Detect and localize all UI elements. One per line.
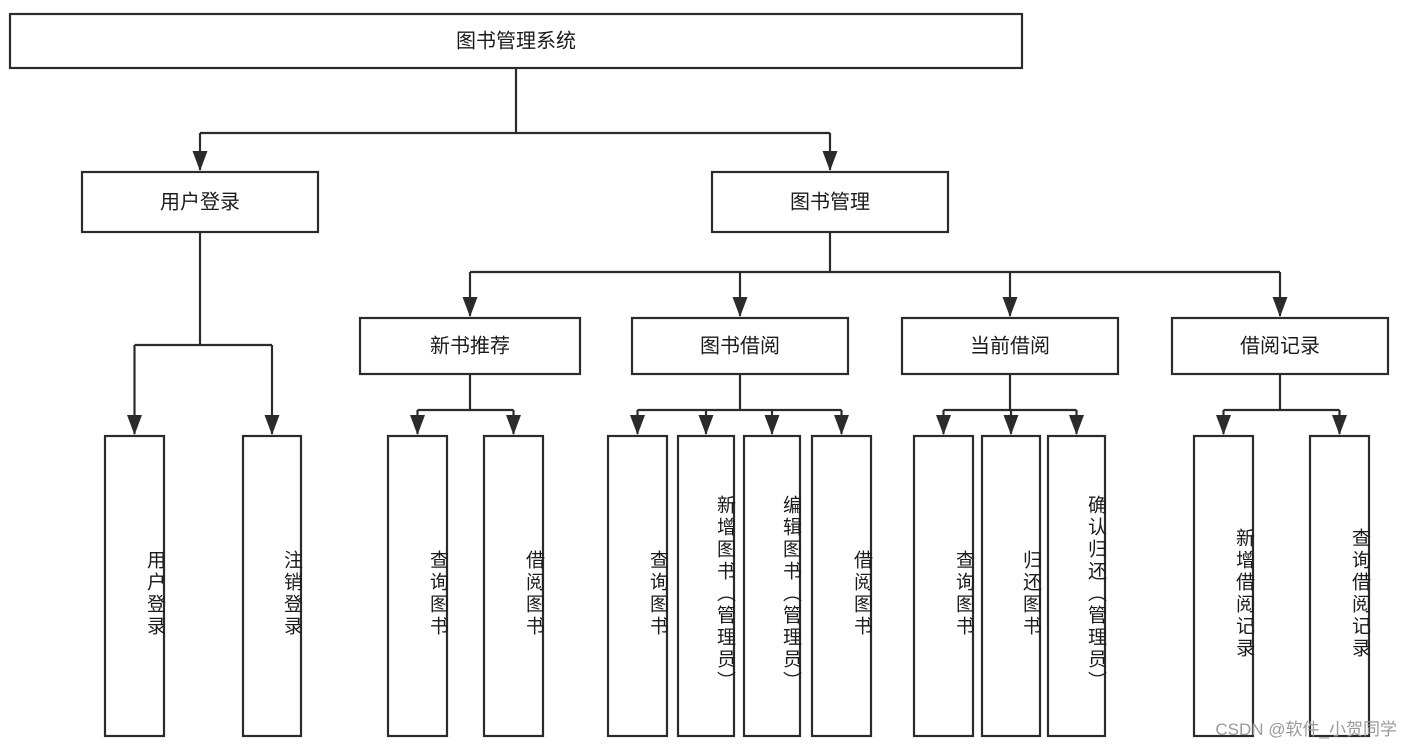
arrow-head-icon: [1003, 415, 1019, 435]
arrow-head-icon: [192, 151, 208, 171]
node-leaf-user-login[interactable]: [103, 434, 166, 738]
node-book-manage[interactable]: [710, 170, 950, 234]
node-leaf-query-book-2[interactable]: [606, 434, 669, 738]
arrow-head-icon: [1332, 415, 1347, 435]
node-leaf-query-book-3[interactable]: [912, 434, 975, 738]
node-leaf-confirm-return[interactable]: [1046, 434, 1107, 738]
node-leaf-query-record[interactable]: [1308, 434, 1371, 738]
arrow-head-icon: [1002, 297, 1018, 317]
node-leaf-return-book[interactable]: [980, 434, 1042, 738]
node-current-borrow[interactable]: [900, 316, 1120, 376]
arrow-head-icon: [410, 415, 425, 435]
arrow-head-icon: [127, 415, 142, 435]
arrow-head-icon: [264, 415, 280, 435]
node-leaf-borrow-book-2[interactable]: [810, 434, 873, 738]
node-book-borrow-label: 图书借阅: [700, 334, 780, 357]
node-book-manage-label: 图书管理: [790, 190, 870, 213]
node-user-login[interactable]: [80, 170, 320, 234]
arrow-head-icon: [462, 297, 478, 317]
arrow-head-icon: [506, 415, 521, 435]
node-root[interactable]: [8, 12, 1024, 70]
arrow-head-icon: [1069, 415, 1084, 435]
node-leaf-query-book-1[interactable]: [386, 434, 449, 738]
watermark-text: CSDN @软件_小贺同学: [1215, 720, 1397, 739]
arrow-head-icon: [698, 415, 714, 435]
connector-layer: [127, 68, 1347, 435]
arrow-head-icon: [732, 297, 748, 317]
arrow-head-icon: [764, 415, 780, 435]
arrow-head-icon: [834, 415, 849, 435]
node-new-book-rec-label: 新书推荐: [430, 334, 510, 357]
node-box-layer: [8, 12, 1390, 738]
arrow-head-icon: [822, 151, 838, 171]
node-book-borrow[interactable]: [630, 316, 850, 376]
node-new-book-rec[interactable]: [358, 316, 582, 376]
node-root-label: 图书管理系统: [456, 29, 576, 52]
node-user-login-label: 用户登录: [160, 190, 240, 213]
node-leaf-logout[interactable]: [241, 434, 303, 738]
arrow-head-icon: [1216, 415, 1231, 435]
node-borrow-record-label: 借阅记录: [1240, 334, 1320, 357]
arrow-head-icon: [936, 415, 951, 435]
node-leaf-add-book[interactable]: [676, 434, 736, 738]
node-borrow-record[interactable]: [1170, 316, 1390, 376]
node-current-borrow-label: 当前借阅: [970, 334, 1050, 357]
arrow-head-icon: [1272, 297, 1288, 317]
node-leaf-edit-book[interactable]: [742, 434, 802, 738]
node-leaf-add-record[interactable]: [1192, 434, 1255, 738]
arrow-head-icon: [630, 415, 645, 435]
node-leaf-borrow-book-1[interactable]: [482, 434, 545, 738]
